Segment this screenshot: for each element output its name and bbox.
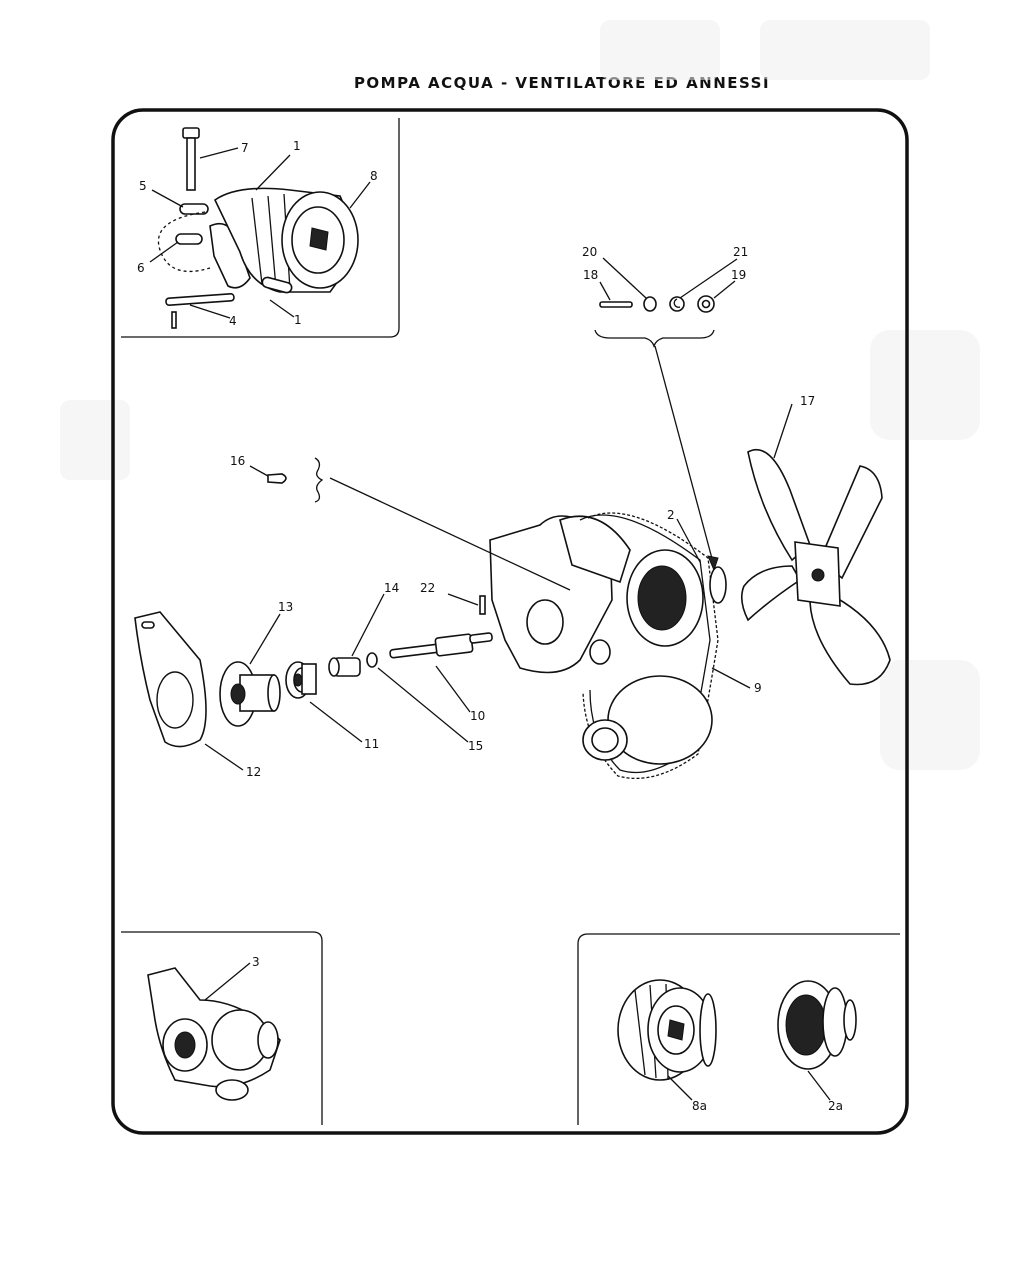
pump-leaders [314, 457, 751, 689]
fan-hub-leaders [599, 257, 738, 301]
callout-14: 14 [384, 581, 399, 595]
callout-13: 13 [278, 600, 293, 614]
inset-frame-bottom-right [577, 933, 900, 1125]
callout-7: 7 [241, 141, 249, 155]
callout-5: 5 [139, 179, 147, 193]
part-16-screw [267, 473, 287, 484]
inset-top-left-leaders [149, 147, 371, 319]
callout-19: 19 [731, 268, 746, 282]
callout-8: 8 [370, 169, 378, 183]
pump-assembly [489, 512, 727, 779]
callout-4: 4 [229, 314, 237, 328]
callout-18: 18 [583, 268, 598, 282]
callout-12: 12 [246, 765, 261, 779]
fan-hub-hardware [594, 295, 719, 572]
callout-9: 9 [754, 681, 762, 695]
inset-pulley-8a [617, 979, 717, 1081]
main-frame [111, 108, 909, 1135]
callout-6: 6 [137, 261, 145, 275]
part-13-impeller [219, 661, 281, 727]
callout-20: 20 [582, 245, 597, 259]
callout-16: 16 [230, 454, 245, 468]
callout-8a: 8a [692, 1099, 707, 1113]
callout-17: 17 [800, 394, 815, 408]
callout-1-bottom: 1 [294, 313, 302, 327]
callout-10: 10 [470, 709, 485, 723]
inset-pulley-2a [777, 980, 857, 1070]
callout-1-top: 1 [293, 139, 301, 153]
part-14-bushing [328, 657, 361, 677]
callout-15: 15 [468, 739, 483, 753]
inset-frame-top-left [121, 118, 400, 338]
fan-blades [740, 448, 891, 686]
part-11-seal [285, 661, 317, 699]
callout-22: 22 [420, 581, 435, 595]
part-22-pin [479, 595, 486, 615]
callout-2a: 2a [828, 1099, 843, 1113]
part-12-gasket [134, 611, 207, 748]
inset-pulley-assembly [157, 127, 359, 329]
callout-3: 3 [252, 955, 260, 969]
callout-21: 21 [733, 245, 748, 259]
inset-frame-bottom-left [121, 931, 323, 1125]
part-10-shaft [389, 632, 493, 659]
callout-2: 2 [667, 508, 675, 522]
callout-11: 11 [364, 737, 379, 751]
part-15-ring [366, 652, 378, 668]
inset-pump-assembled [147, 967, 281, 1101]
